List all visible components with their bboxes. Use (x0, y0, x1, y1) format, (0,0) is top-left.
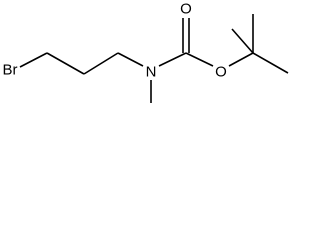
bond-c1-c2 (46, 52, 85, 75)
bond-c2-c3 (83, 52, 119, 75)
bond-br-c1 (19, 52, 48, 68)
bond-tbu-methyl-right (252, 52, 289, 74)
atom-label-carbonyl-oxygen: O (180, 1, 192, 18)
atom-label-bromine: Br (3, 62, 18, 79)
chemical-structure: Br N O O (3, 1, 289, 103)
atom-label-ester-oxygen: O (215, 64, 227, 81)
atom-label-nitrogen: N (146, 64, 157, 81)
bond-tbu-methyl-left (231, 28, 254, 54)
bond-n-carbonyl (158, 52, 187, 67)
bond-c3-n (117, 52, 144, 67)
bond-ester-o-tbu (228, 52, 254, 67)
bond-carbonyl-ester-o (185, 52, 214, 67)
